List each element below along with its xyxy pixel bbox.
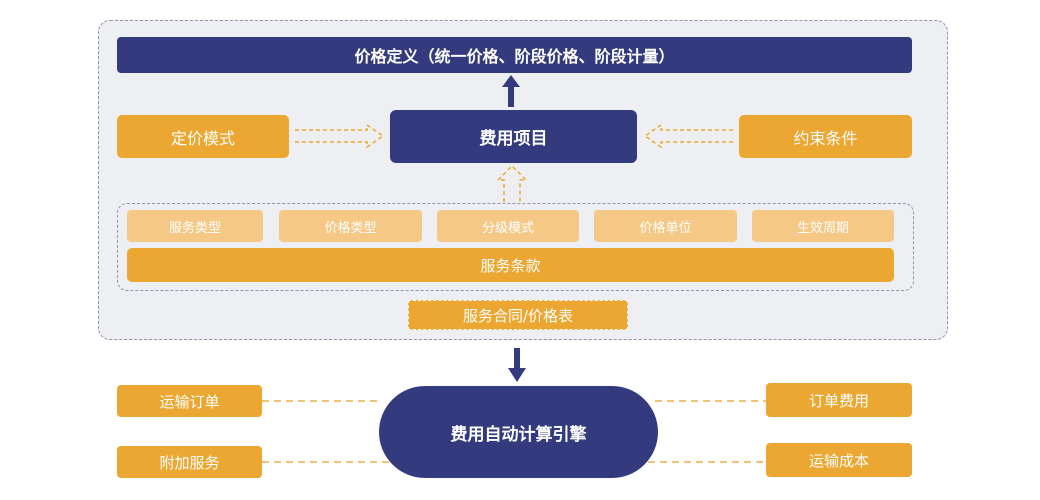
output-label: 运输成本 xyxy=(808,451,869,470)
input-transport-order: 运输订单 xyxy=(117,385,262,417)
output-label: 订单费用 xyxy=(808,391,869,410)
input-label: 运输订单 xyxy=(159,392,220,411)
attribute-label: 分级模式 xyxy=(481,220,534,236)
fee-item-box: 费用项目 xyxy=(390,110,637,163)
attribute-label: 价格类型 xyxy=(324,220,377,236)
constraints-label: 约束条件 xyxy=(793,128,858,148)
pricing-mode-label: 定价模式 xyxy=(170,128,235,148)
attribute-price-unit: 价格单位 xyxy=(594,210,737,242)
io-connectors xyxy=(262,400,766,463)
engine-label: 费用自动计算引擎 xyxy=(450,424,587,445)
arrow-down-to-engine xyxy=(508,348,526,382)
attribute-tier-mode: 分级模式 xyxy=(437,210,579,242)
service-terms-bar: 服务条款 xyxy=(127,248,894,282)
arrow-constraints-to-fee xyxy=(643,123,733,149)
input-additional-service: 附加服务 xyxy=(117,446,262,478)
arrow-terms-to-fee xyxy=(496,164,528,202)
service-terms-label: 服务条款 xyxy=(480,256,541,275)
contract-box: 服务合同/价格表 xyxy=(408,300,628,330)
arrow-pricing-mode-to-fee xyxy=(295,123,385,149)
pricing-definition-label: 价格定义（统一价格、阶段价格、阶段计量） xyxy=(354,47,675,66)
attribute-label: 价格单位 xyxy=(639,220,692,236)
attribute-label: 服务类型 xyxy=(168,220,221,236)
attribute-price-type: 价格类型 xyxy=(279,210,422,242)
constraints-box: 约束条件 xyxy=(739,115,912,158)
fee-item-label: 费用项目 xyxy=(479,129,548,149)
attribute-effective-period: 生效周期 xyxy=(752,210,894,242)
output-transport-cost: 运输成本 xyxy=(766,443,912,477)
contract-label: 服务合同/价格表 xyxy=(462,306,574,325)
pricing-definition-bar: 价格定义（统一价格、阶段价格、阶段计量） xyxy=(117,37,912,73)
service-terms-group xyxy=(117,203,914,291)
attribute-label: 生效周期 xyxy=(796,220,849,236)
calculation-engine: 费用自动计算引擎 xyxy=(379,386,658,478)
input-label: 附加服务 xyxy=(159,453,220,472)
output-order-fee: 订单费用 xyxy=(766,383,912,417)
arrow-up-to-definition xyxy=(502,75,520,107)
attribute-service-type: 服务类型 xyxy=(127,210,263,242)
pricing-mode-box: 定价模式 xyxy=(117,115,289,158)
